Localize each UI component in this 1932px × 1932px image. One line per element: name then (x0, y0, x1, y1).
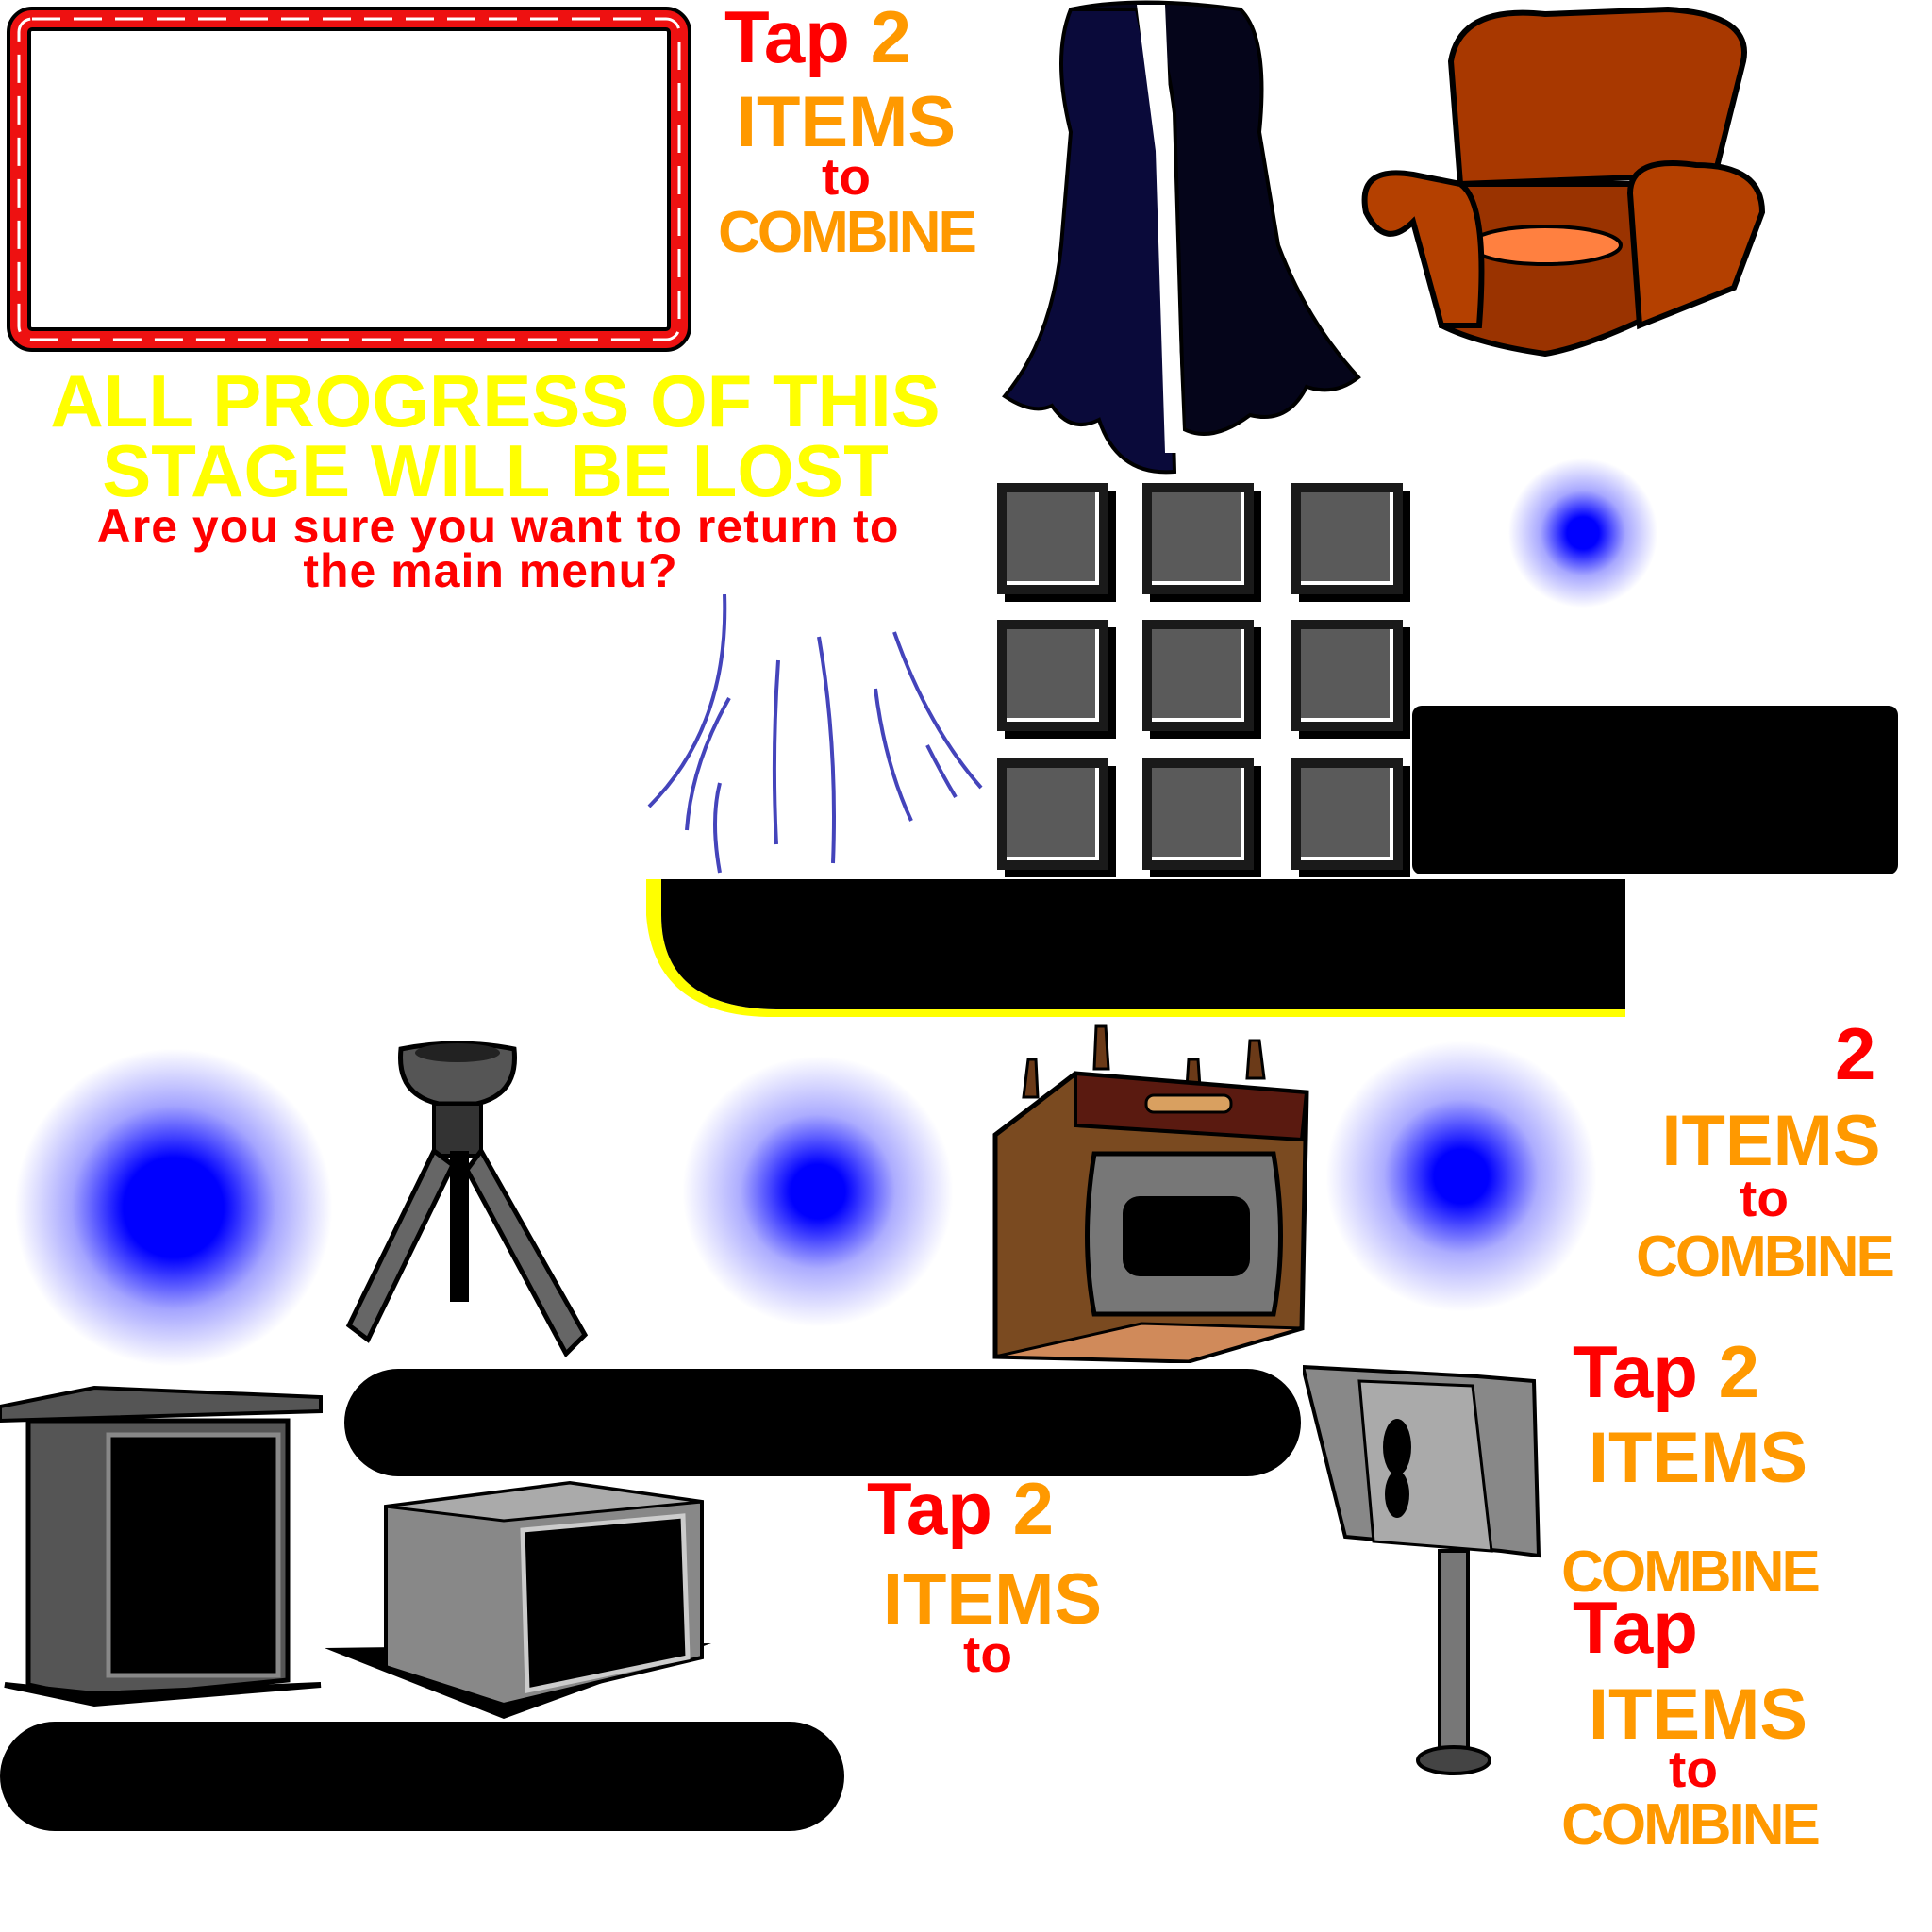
hint-combine-text: COMBINE (718, 200, 977, 265)
tripod-item[interactable] (344, 1038, 591, 1358)
inventory-slot[interactable] (997, 758, 1108, 870)
hint-tap-text: Tap 2 (867, 1467, 1054, 1550)
hint-to-text: to (1669, 1740, 1718, 1798)
warning-line-2: STAGE WILL BE LOST (102, 429, 889, 512)
black-bar-curved (646, 879, 1625, 1017)
blue-glow-medium (681, 1055, 955, 1328)
inventory-slot[interactable] (1142, 483, 1254, 594)
blue-glow-large (13, 1047, 334, 1368)
hint-items-text: ITEMS (1588, 1674, 1808, 1755)
question-line-2: the main menu? (303, 544, 678, 597)
hint-combine-text: COMBINE (1561, 1540, 1821, 1605)
inventory-slot[interactable] (1291, 483, 1403, 594)
armchair-item[interactable] (1357, 5, 1767, 363)
rope-frame (7, 7, 691, 352)
inventory-slot[interactable] (997, 483, 1108, 594)
tv-box-item[interactable] (325, 1478, 732, 1724)
blue-glow-small (1507, 458, 1658, 608)
warning-line-1: ALL PROGRESS OF THIS (50, 359, 941, 442)
inventory-slot[interactable] (1142, 758, 1254, 870)
hint-to-text: to (1740, 1169, 1789, 1227)
black-panel-right (1412, 706, 1898, 874)
inventory-slot[interactable] (1291, 620, 1403, 731)
hint-number-text: 2 (1835, 1012, 1876, 1095)
wind-streaks-effect (647, 594, 983, 874)
inventory-slot[interactable] (1291, 758, 1403, 870)
black-pill-bar-bottom (0, 1722, 844, 1831)
coat-item[interactable] (995, 0, 1363, 481)
hint-tap-text: Tap 2 (1573, 1330, 1759, 1413)
hint-combine-text: COMBINE (1561, 1792, 1821, 1857)
cabinet-item[interactable] (0, 1383, 326, 1708)
inventory-slot[interactable] (997, 620, 1108, 731)
inventory-slot[interactable] (1142, 620, 1254, 731)
hint-items-text: ITEMS (736, 82, 957, 162)
question-line-1: Are you sure you want to return to (96, 500, 900, 553)
blue-glow-medium (1324, 1040, 1598, 1313)
hint-combine-text: COMBINE (1636, 1224, 1895, 1290)
hint-tap-text: Tap (1573, 1586, 1698, 1669)
hint-to-text: to (822, 147, 871, 206)
hint-tap-text: Tap 2 (724, 0, 911, 78)
photo-booth-item[interactable] (1303, 1362, 1550, 1779)
hint-items-text: ITEMS (1588, 1418, 1808, 1498)
black-pill-bar (344, 1369, 1301, 1476)
hint-items-text: ITEMS (1661, 1101, 1881, 1181)
hint-to-text: to (963, 1624, 1012, 1683)
hint-items-text: ITEMS (882, 1559, 1103, 1640)
radio-item[interactable] (991, 1022, 1311, 1363)
